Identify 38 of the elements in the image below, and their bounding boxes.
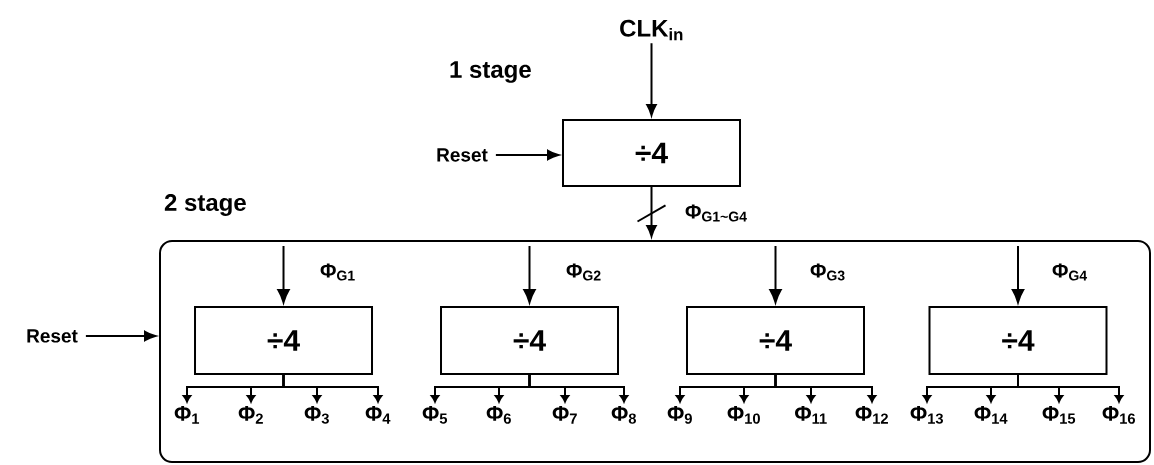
output-label: Φ$_{14}$ [974, 406, 1008, 424]
output-label: Φ$_{5}$ [422, 406, 448, 424]
arrow [769, 245, 782, 304]
arrow [84, 330, 157, 342]
output-label: Φ$_{1}$ [174, 406, 200, 424]
stage-heading: 1 stage [450, 61, 531, 83]
signal-label: Reset [27, 329, 78, 343]
signal-label: CLK$_{in}$ [620, 19, 683, 41]
output-label: Φ$_{10}$ [727, 406, 760, 424]
arrow [277, 245, 290, 304]
output-label: Φ$_{2}$ [238, 406, 263, 424]
arrow [523, 245, 536, 304]
output-label: Φ$_{16}$ [1102, 406, 1135, 424]
edge-label: Φ$_{G2}$ [566, 263, 601, 281]
arrow [646, 42, 657, 117]
arrow [494, 149, 560, 161]
output-arrow [282, 374, 383, 403]
output-arrow [528, 374, 629, 403]
output-label: Φ$_{8}$ [611, 406, 636, 424]
output-arrow [774, 374, 877, 403]
bus-arrow [636, 186, 667, 238]
output-label: Φ$_{11}$ [795, 406, 827, 424]
edge-label: Φ$_{G3}$ [810, 263, 845, 281]
edge-label: Φ$_{G1~G4}$ [685, 204, 747, 222]
output-label: Φ$_{6}$ [486, 406, 511, 424]
output-label: Φ$_{9}$ [667, 406, 692, 424]
output-label: Φ$_{4}$ [365, 406, 391, 424]
output-arrow [1017, 374, 1124, 403]
edge-label: Φ$_{G1}$ [320, 263, 355, 281]
stage-heading: 2 stage [164, 194, 246, 216]
output-label: Φ$_{3}$ [304, 406, 329, 424]
arrow [1011, 245, 1025, 304]
edge-label: Φ$_{G4}$ [1052, 263, 1087, 281]
signal-label: Reset [437, 148, 488, 162]
output-label: Φ$_{7}$ [552, 406, 577, 424]
output-label: Φ$_{15}$ [1042, 406, 1076, 424]
output-label: Φ$_{12}$ [855, 406, 888, 424]
output-label: Φ$_{13}$ [910, 406, 943, 424]
